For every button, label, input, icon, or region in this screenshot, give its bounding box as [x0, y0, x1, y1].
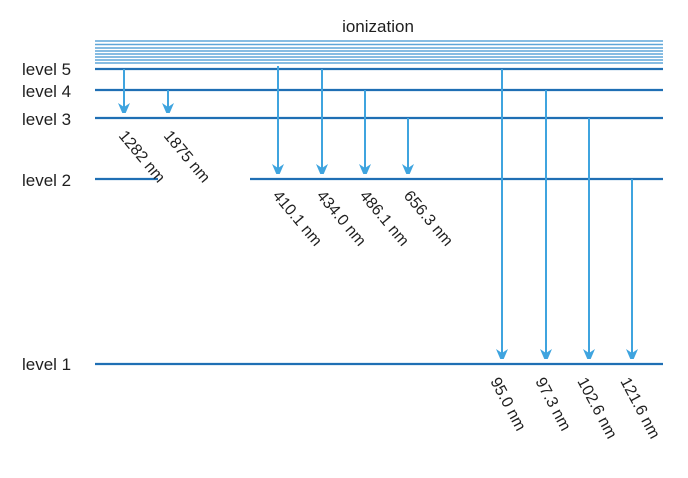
level-4-label: level 4	[22, 82, 71, 101]
level-5-label: level 5	[22, 60, 71, 79]
wavelength-label-95: 95.0 nm	[486, 375, 528, 434]
wavelength-label-1875: 1875 nm	[160, 128, 213, 187]
ionization-continuum	[95, 40, 663, 64]
wavelength-label-97: 97.3 nm	[531, 375, 573, 434]
wavelength-label-1282: 1282 nm	[115, 128, 168, 187]
wavelength-label-121: 121.6 nm	[616, 375, 662, 442]
level-3-label: level 3	[22, 110, 71, 129]
level-1-label: level 1	[22, 355, 71, 374]
ionization-title: ionization	[342, 17, 414, 36]
wavelength-label-102: 102.6 nm	[573, 375, 619, 442]
level-2-label: level 2	[22, 171, 71, 190]
